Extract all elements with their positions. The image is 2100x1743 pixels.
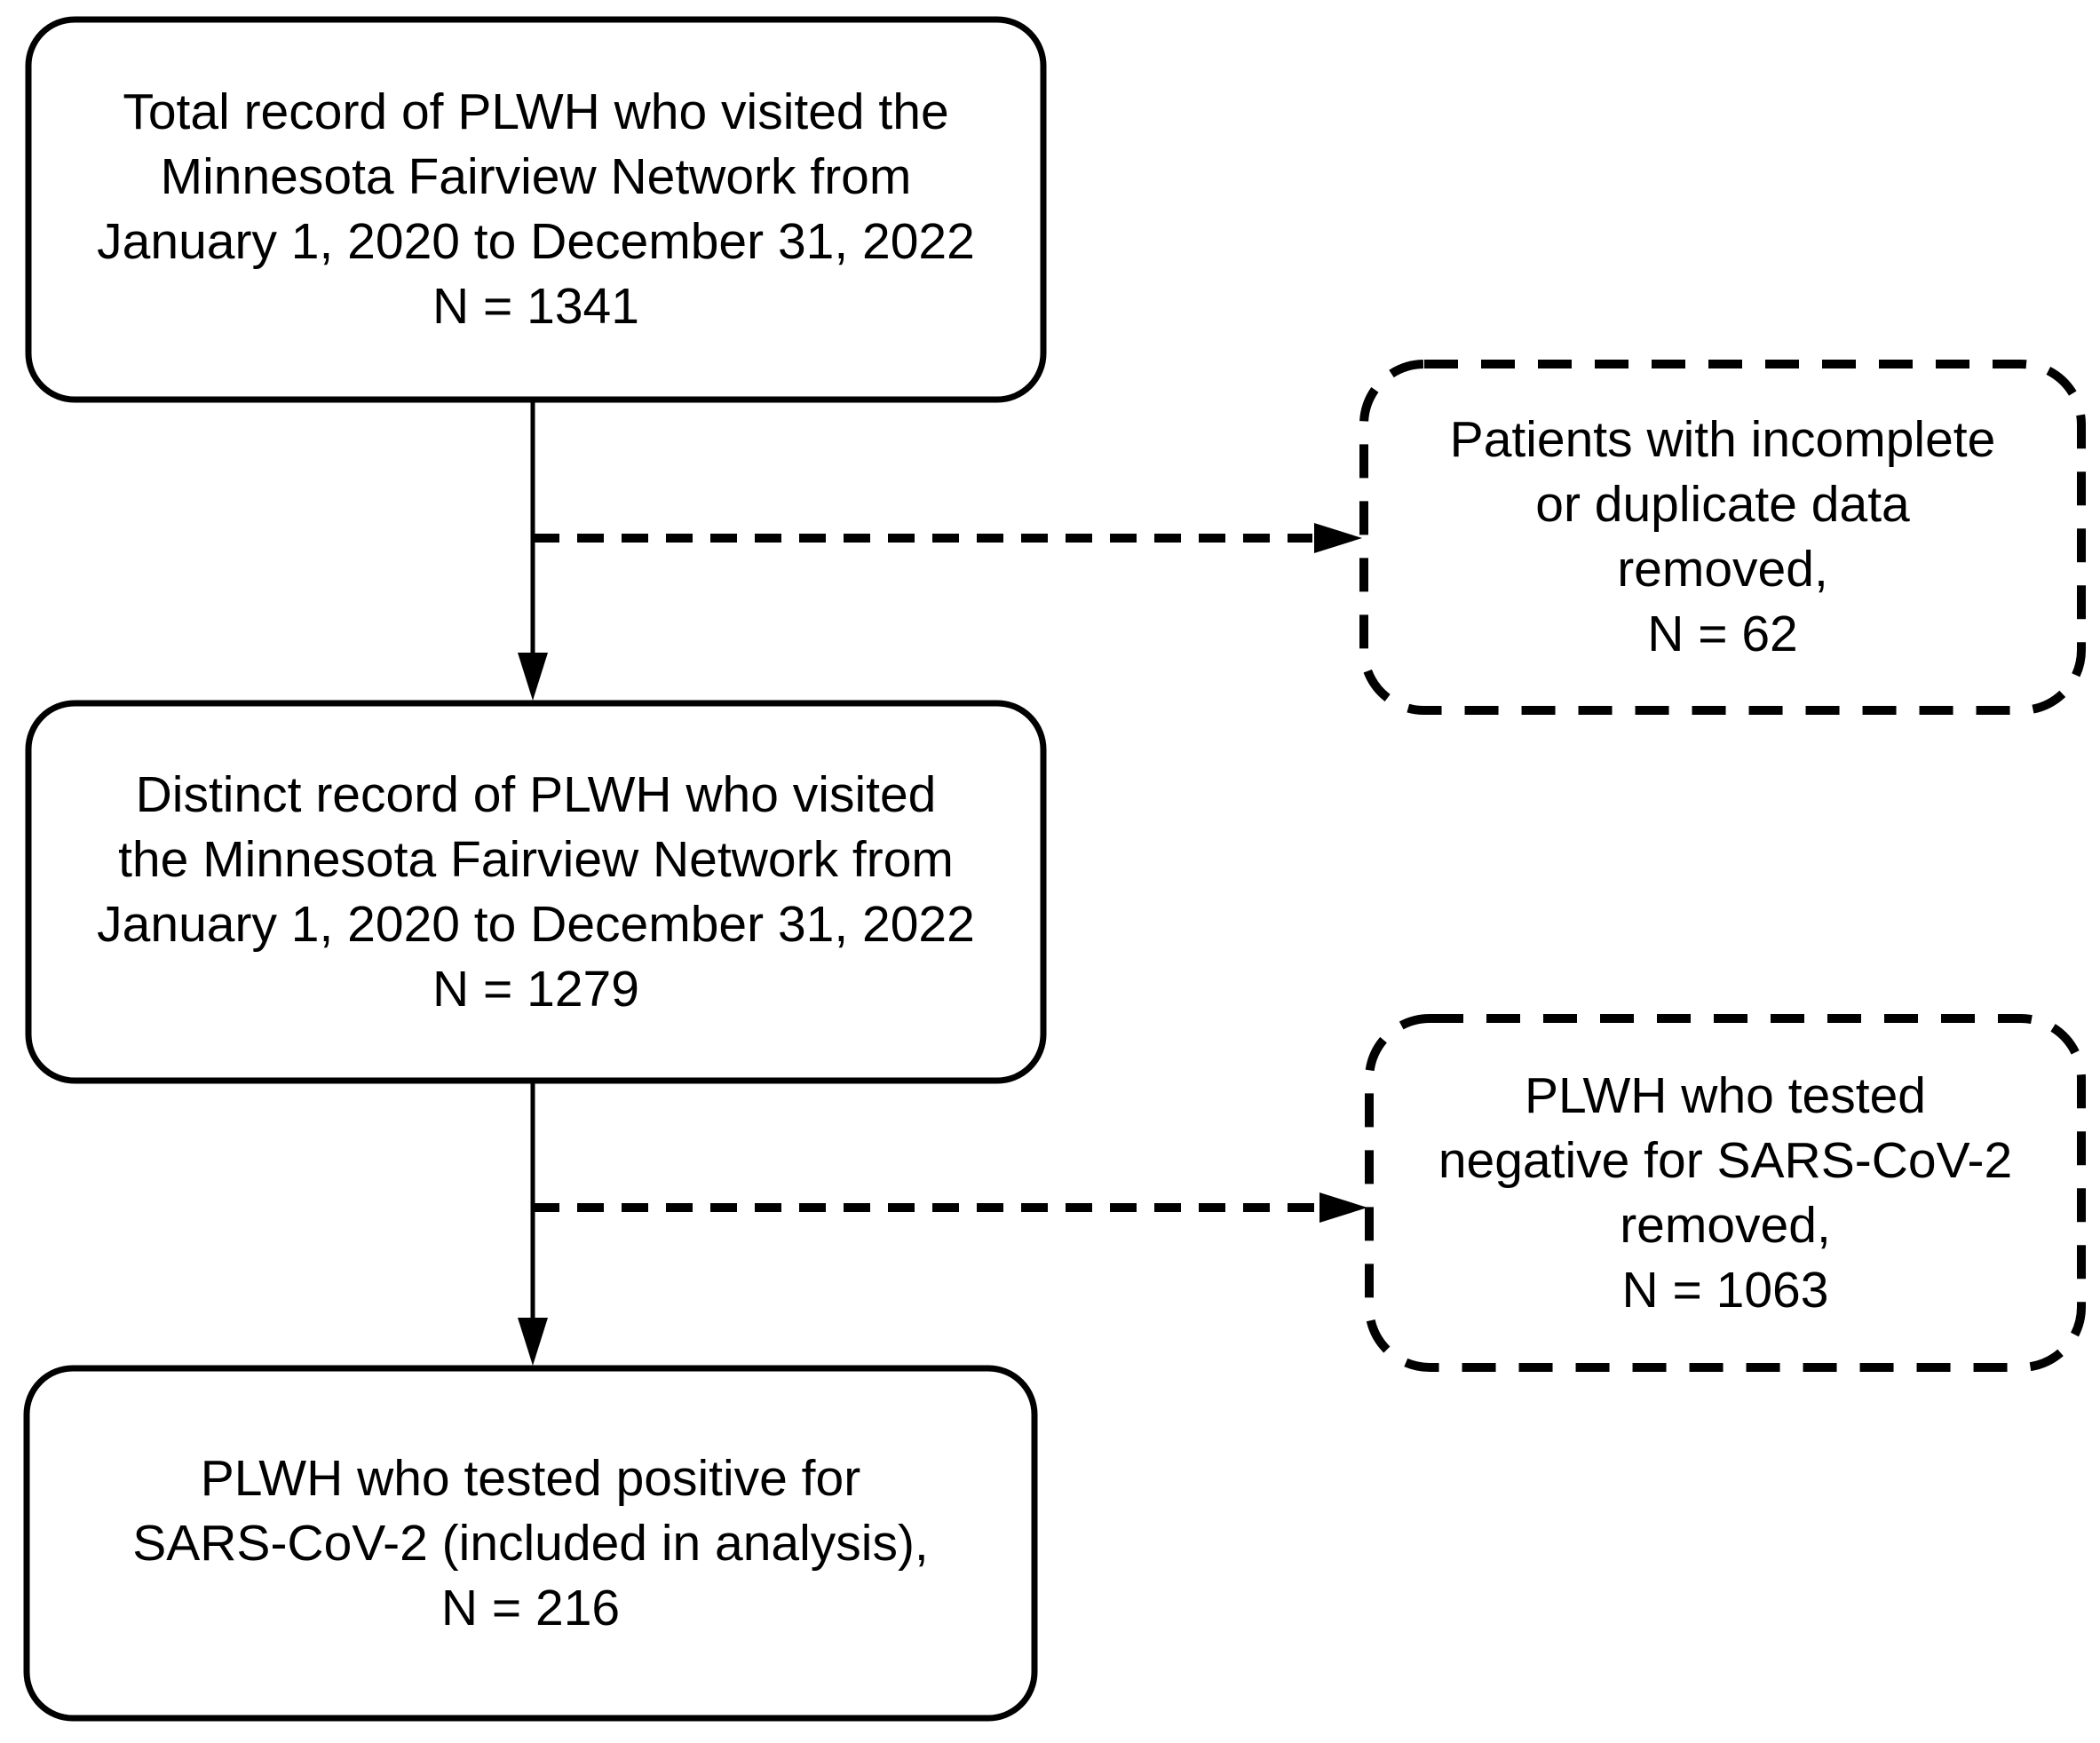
node-text-line: removed,: [1617, 541, 1828, 598]
arrow-total-to-excluded-incomplete: [533, 523, 1362, 553]
node-text-line: PLWH who tested: [1525, 1066, 1926, 1124]
flow-node-total-records: Total record of PLWH who visited the Min…: [28, 20, 1043, 400]
box-outline-included-analysis: [23, 1365, 1038, 1722]
node-text-line: negative for SARS-CoV-2: [1438, 1131, 2013, 1189]
node-text-line: Patients with incomplete: [1449, 411, 1996, 468]
box-outline-total-records: [25, 16, 1047, 403]
node-text-line: SARS-CoV-2 (included in analysis),: [132, 1514, 929, 1572]
box-outline-distinct-records: [25, 700, 1047, 1084]
box-outline-excluded-negative: [1365, 1014, 2086, 1372]
node-text-line: Distinct record of PLWH who visited: [135, 765, 937, 823]
node-text-line: PLWH who tested positive for: [200, 1449, 861, 1507]
arrow-distinct-to-excluded-negative: [533, 1192, 1367, 1223]
node-text-line: N = 1279: [432, 960, 639, 1018]
flow-node-included-analysis: PLWH who tested positive for SARS-CoV-2 …: [27, 1368, 1034, 1718]
arrow-distinct-to-included: [518, 1081, 548, 1366]
box-outline-excluded-incomplete-duplicate: [1359, 360, 2086, 715]
node-text-line: Minnesota Fairview Network from: [160, 148, 912, 205]
flow-node-excluded-incomplete-duplicate: Patients with incomplete or duplicate da…: [1364, 364, 2081, 710]
arrow-total-to-distinct: [518, 400, 548, 701]
flow-node-distinct-records: Distinct record of PLWH who visited the …: [28, 703, 1043, 1081]
node-text-line: January 1, 2020 to December 31, 2022: [97, 895, 975, 953]
node-text-line: Total record of PLWH who visited the: [123, 83, 949, 140]
node-text-line: N = 216: [440, 1579, 621, 1636]
node-text-line: N = 1063: [1621, 1261, 1829, 1319]
node-text-line: N = 62: [1647, 606, 1798, 662]
node-text-line: January 1, 2020 to December 31, 2022: [97, 213, 975, 270]
node-text-line: the Minnesota Fairview Network from: [118, 830, 954, 888]
node-text-line: removed,: [1620, 1196, 1831, 1254]
node-text-line: or duplicate data: [1535, 476, 1910, 533]
flow-node-excluded-negative: PLWH who tested negative for SARS-CoV-2 …: [1369, 1018, 2081, 1367]
node-text-line: N = 1341: [432, 278, 639, 335]
